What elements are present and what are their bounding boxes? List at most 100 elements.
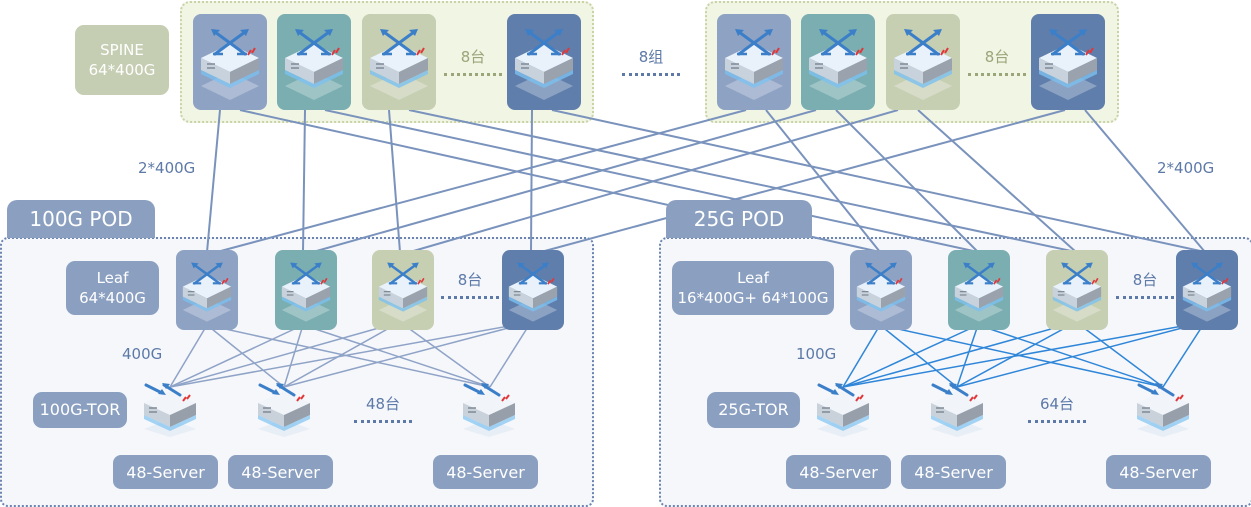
spine-switch[interactable] <box>507 14 581 110</box>
core-switch-icon <box>1052 262 1102 322</box>
spine-switch[interactable] <box>362 14 436 110</box>
leaf-label-ports: 16*400G+ 64*100G <box>677 289 829 307</box>
leaf-switch[interactable] <box>1046 250 1108 330</box>
leaf-label-title: Leaf <box>96 269 129 287</box>
core-switch-icon <box>182 262 232 322</box>
leaf-count-text: 8台 <box>1132 271 1158 289</box>
ellipsis-dots <box>1028 420 1086 423</box>
tor-link-bandwidth-25g: 100G <box>796 345 837 363</box>
core-switch-icon <box>1039 29 1097 100</box>
tor-switch[interactable] <box>254 375 314 437</box>
spine-switch[interactable] <box>277 14 351 110</box>
spine-leaf-link <box>388 109 401 253</box>
ellipsis-dots <box>1116 296 1174 299</box>
spine-leaf-link <box>530 109 533 253</box>
ellipsis-dots <box>622 73 680 76</box>
tor-count-text: 64台 <box>1039 395 1075 413</box>
core-switch-icon <box>281 262 331 322</box>
core-switch-icon <box>725 29 783 100</box>
core-switch-icon <box>856 262 906 322</box>
spine-label-title: SPINE <box>100 41 144 59</box>
core-switch-icon <box>809 29 867 100</box>
leaf-count-25g: 8台 <box>1112 269 1178 299</box>
tor-link-bandwidth-100g: 400G <box>122 345 163 363</box>
leaf-count-100g: 8台 <box>437 269 503 299</box>
core-switch-icon <box>370 29 428 100</box>
leaf-switch[interactable] <box>1176 250 1238 330</box>
tor-count-text: 48台 <box>365 395 401 413</box>
access-switch-icon <box>931 383 983 437</box>
spine-leaf-link <box>1084 109 1206 253</box>
spine-leaf-link <box>324 109 979 253</box>
pod-100g-title: 100G POD <box>7 200 155 238</box>
spine-groups-text: 8组 <box>638 48 664 66</box>
spine-label: SPINE 64*400G <box>75 25 169 95</box>
access-switch-icon <box>258 383 310 437</box>
tor-label-100g: 100G-TOR <box>33 392 127 428</box>
tor-label-25g: 25G-TOR <box>707 392 800 428</box>
server-group[interactable]: 48-Server <box>433 455 538 489</box>
core-switch-icon <box>201 29 259 100</box>
ellipsis-dots <box>441 296 499 299</box>
access-switch-icon <box>144 383 196 437</box>
spine-switch[interactable] <box>801 14 875 110</box>
tor-switch[interactable] <box>459 375 519 437</box>
spine-switch[interactable] <box>886 14 960 110</box>
spine-groups-count: 8组 <box>618 46 684 76</box>
access-switch-icon <box>817 383 869 437</box>
server-group[interactable]: 48-Server <box>228 455 333 489</box>
spine-count-left-text: 8台 <box>460 48 486 66</box>
leaf-label-25g: Leaf 16*400G+ 64*100G <box>672 261 834 315</box>
tor-label-text: 100G-TOR <box>39 400 121 419</box>
spine-leaf-link <box>206 109 221 253</box>
core-switch-icon <box>954 262 1004 322</box>
leaf-switch[interactable] <box>948 250 1010 330</box>
leaf-count-text: 8台 <box>457 271 483 289</box>
core-switch-icon <box>515 29 573 100</box>
leaf-switch[interactable] <box>502 250 564 330</box>
core-switch-icon <box>378 262 428 322</box>
ellipsis-dots <box>354 420 412 423</box>
uplink-bandwidth-left: 2*400G <box>138 159 196 177</box>
core-switch-icon <box>894 29 952 100</box>
leaf-switch[interactable] <box>176 250 238 330</box>
core-switch-icon <box>285 29 343 100</box>
leaf-label-title: Leaf <box>737 269 769 287</box>
spine-switch[interactable] <box>717 14 791 110</box>
spine-leaf-link <box>551 109 1206 253</box>
server-group[interactable]: 48-Server <box>1106 455 1211 489</box>
tor-switch[interactable] <box>927 375 987 437</box>
access-switch-icon <box>1137 383 1189 437</box>
ellipsis-dots <box>444 73 502 76</box>
spine-count-left: 8台 <box>440 46 506 76</box>
leaf-switch[interactable] <box>275 250 337 330</box>
spine-count-right: 8台 <box>964 46 1030 76</box>
tor-switch[interactable] <box>1133 375 1193 437</box>
access-switch-icon <box>463 383 515 437</box>
tor-label-text: 25G-TOR <box>718 400 789 419</box>
uplink-bandwidth-right: 2*400G <box>1157 159 1215 177</box>
ellipsis-dots <box>968 73 1026 76</box>
server-group[interactable]: 48-Server <box>786 455 891 489</box>
spine-count-right-text: 8台 <box>984 48 1010 66</box>
spine-leaf-link <box>302 109 306 253</box>
spine-label-ports: 64*400G <box>88 61 156 79</box>
core-switch-icon <box>508 262 558 322</box>
spine-leaf-link <box>835 109 979 253</box>
leaf-switch[interactable] <box>850 250 912 330</box>
pod-25g-title: 25G POD <box>666 200 812 238</box>
tor-count-100g: 48台 <box>350 393 416 423</box>
tor-switch[interactable] <box>813 375 873 437</box>
tor-count-25g: 64台 <box>1024 393 1090 423</box>
server-group[interactable]: 48-Server <box>113 455 218 489</box>
leaf-label-ports: 64*400G <box>79 289 146 307</box>
server-group[interactable]: 48-Server <box>901 455 1006 489</box>
leaf-switch[interactable] <box>372 250 434 330</box>
tor-switch[interactable] <box>140 375 200 437</box>
leaf-label-100g: Leaf 64*400G <box>66 261 159 315</box>
spine-switch[interactable] <box>193 14 267 110</box>
spine-switch[interactable] <box>1031 14 1105 110</box>
spine-leaf-link <box>409 109 899 253</box>
core-switch-icon <box>1182 262 1232 322</box>
spine-leaf-link <box>917 109 1077 253</box>
